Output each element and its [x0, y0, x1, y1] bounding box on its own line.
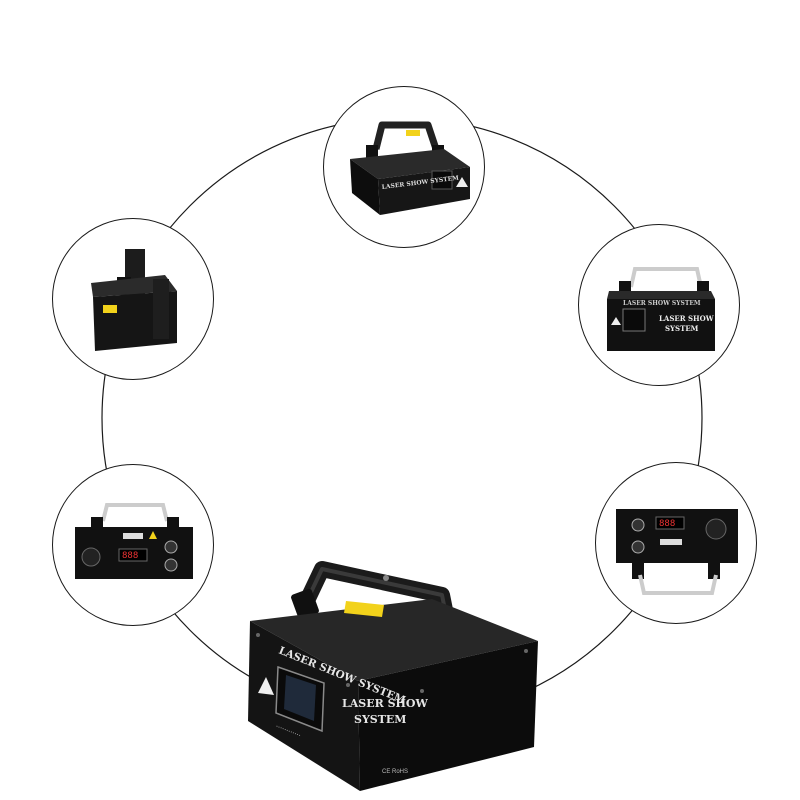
main-ce-mark: CE RoHS	[382, 769, 408, 775]
laser-projector-rear-angled-icon: 888	[616, 509, 738, 595]
rear-left-display: 888	[122, 551, 138, 561]
main-label-line1: LASER SHOW	[342, 697, 428, 710]
view-front-bubble: LASER SHOW SYSTEM LASER SHOW SYSTEM	[578, 224, 740, 386]
view-rear-angled-bubble: 888	[595, 462, 757, 624]
laser-projector-side-icon	[91, 249, 177, 351]
front-view-label-line1: LASER SHOW	[659, 314, 714, 323]
main-label-line2: SYSTEM	[354, 713, 407, 726]
view-rear-bubble: 888	[52, 464, 214, 626]
front-view-label-line2: SYSTEM	[665, 324, 699, 333]
laser-projector-front-icon: LASER SHOW SYSTEM LASER SHOW SYSTEM	[607, 267, 715, 351]
laser-projector-main-icon: LASER SHOW SYSTEM ▪ ▪ ▪ ▪ ▪ ▪ ▪ ▪ ▪ ▪ ▪ …	[248, 561, 538, 791]
front-view-panel-text: LASER SHOW SYSTEM	[623, 300, 701, 307]
laser-projector-rear-panel-icon: 888	[75, 503, 193, 579]
laser-projector-top-icon: LASER SHOW SYSTEM	[350, 121, 470, 215]
view-side-bubble	[52, 218, 214, 380]
rear-right-display: 888	[659, 519, 675, 529]
view-top-bubble: LASER SHOW SYSTEM	[323, 86, 485, 248]
